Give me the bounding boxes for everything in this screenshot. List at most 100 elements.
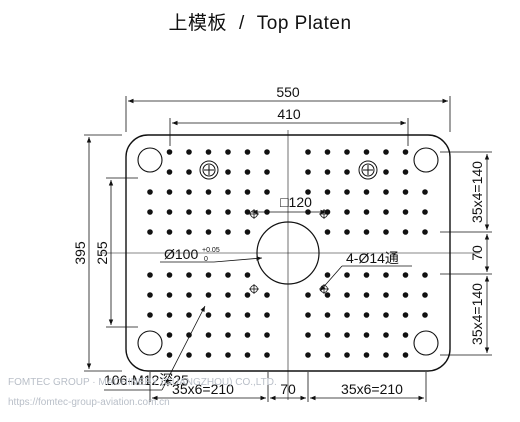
tapped-hole bbox=[205, 229, 212, 235]
dim-bottom-chain bbox=[149, 372, 427, 402]
title-chinese: 上模板 bbox=[168, 13, 227, 34]
tapped-hole bbox=[244, 189, 251, 195]
dim-tapped-holes-label: 106-M12深25 bbox=[104, 372, 189, 388]
tapped-hole bbox=[363, 352, 370, 358]
tapped-hole bbox=[225, 292, 231, 298]
tapped-hole bbox=[305, 292, 311, 298]
tapped-hole bbox=[244, 292, 251, 298]
tapped-hole bbox=[205, 352, 212, 358]
corner-hole-bottom-left bbox=[137, 330, 163, 356]
tapped-hole bbox=[344, 272, 350, 278]
dim-overall-height bbox=[84, 134, 122, 372]
tapped-hole bbox=[147, 312, 153, 318]
tapped-hole bbox=[205, 312, 212, 318]
dim-center-bore-tol-lower: 0 bbox=[204, 256, 208, 263]
tapped-hole bbox=[147, 189, 153, 195]
tapped-hole bbox=[344, 149, 350, 155]
dim-inner-width bbox=[169, 118, 409, 146]
tapped-hole bbox=[344, 332, 350, 338]
tapped-hole bbox=[166, 189, 173, 195]
dim-center-bore-label: Ø100 bbox=[164, 246, 198, 262]
tapped-hole bbox=[244, 352, 251, 358]
tapped-hole bbox=[324, 332, 331, 338]
tapped-hole bbox=[244, 312, 251, 318]
dim-right-center-span: 70 bbox=[469, 245, 485, 261]
tapped-hole bbox=[225, 272, 231, 278]
tapped-hole bbox=[225, 352, 231, 358]
tapped-hole bbox=[225, 149, 231, 155]
tapped-hole bbox=[264, 149, 270, 155]
tapped-hole bbox=[166, 292, 173, 298]
tapped-hole bbox=[402, 272, 409, 278]
tapped-hole bbox=[186, 209, 192, 215]
tapped-hole bbox=[363, 149, 370, 155]
tapped-hole bbox=[166, 169, 173, 175]
tapped-hole bbox=[383, 209, 389, 215]
tapped-hole bbox=[363, 332, 370, 338]
tapped-hole bbox=[324, 272, 331, 278]
tapped-hole bbox=[402, 332, 409, 338]
tapped-hole bbox=[244, 229, 251, 235]
corner-hole-top-right bbox=[413, 147, 439, 173]
tapped-hole bbox=[147, 272, 153, 278]
tapped-hole bbox=[225, 189, 231, 195]
tapped-hole bbox=[166, 229, 173, 235]
tapped-hole bbox=[225, 209, 231, 215]
tapped-hole bbox=[186, 169, 192, 175]
tapped-hole bbox=[225, 169, 231, 175]
tapped-hole bbox=[402, 312, 409, 318]
dim-corner-holes-label: 4-Ø14通 bbox=[346, 250, 399, 266]
tapped-hole bbox=[363, 229, 370, 235]
tapped-hole bbox=[186, 229, 192, 235]
tapped-hole bbox=[305, 312, 311, 318]
tapped-hole bbox=[422, 272, 428, 278]
watermark-line1: FOMTEC GROUP · MACHINERY (GUANGZHOU) CO.… bbox=[8, 377, 277, 388]
tapped-hole-grid bbox=[147, 149, 428, 358]
tapped-hole bbox=[244, 332, 251, 338]
tapped-hole bbox=[422, 209, 428, 215]
title-english: Top Platen bbox=[256, 13, 352, 34]
tapped-hole bbox=[305, 332, 311, 338]
tapped-hole bbox=[363, 312, 370, 318]
tapped-hole bbox=[344, 352, 350, 358]
tapped-hole bbox=[244, 272, 251, 278]
corner-holes bbox=[137, 147, 439, 356]
tapped-hole bbox=[324, 229, 331, 235]
tapped-hole bbox=[402, 292, 409, 298]
tapped-hole bbox=[225, 312, 231, 318]
dim-overall-width bbox=[125, 96, 451, 132]
tapped-hole bbox=[166, 312, 173, 318]
tapped-hole bbox=[363, 272, 370, 278]
tapped-hole bbox=[383, 229, 389, 235]
tapped-hole bbox=[402, 189, 409, 195]
tapped-hole bbox=[383, 169, 389, 175]
tapped-hole bbox=[166, 332, 173, 338]
watermark-line2: https://fomtec-group-aviation.com.cn bbox=[8, 397, 170, 408]
tapped-hole bbox=[205, 209, 212, 215]
tapped-hole bbox=[324, 149, 331, 155]
tapped-hole bbox=[324, 209, 331, 215]
dim-center-bore-tol-upper: +0.05 bbox=[202, 247, 220, 254]
dim-bottom-left-span: 35x6=210 bbox=[172, 381, 234, 397]
tapped-hole bbox=[383, 292, 389, 298]
tapped-hole bbox=[305, 189, 311, 195]
tapped-hole bbox=[402, 169, 409, 175]
tapped-hole bbox=[383, 272, 389, 278]
tapped-hole bbox=[264, 189, 270, 195]
locating-holes bbox=[199, 160, 378, 180]
tapped-hole bbox=[205, 292, 212, 298]
dim-overall-height-label: 395 bbox=[72, 241, 88, 265]
tapped-hole bbox=[244, 149, 251, 155]
tapped-hole bbox=[344, 189, 350, 195]
tapped-hole bbox=[324, 312, 331, 318]
dim-square-label: □120 bbox=[280, 194, 312, 210]
tapped-hole bbox=[422, 312, 428, 318]
tapped-hole bbox=[205, 149, 212, 155]
tapped-hole bbox=[166, 149, 173, 155]
dim-right-chain bbox=[440, 151, 492, 356]
tapped-hole bbox=[264, 332, 270, 338]
tapped-hole bbox=[383, 312, 389, 318]
tapped-hole bbox=[244, 209, 251, 215]
tapped-hole bbox=[344, 312, 350, 318]
